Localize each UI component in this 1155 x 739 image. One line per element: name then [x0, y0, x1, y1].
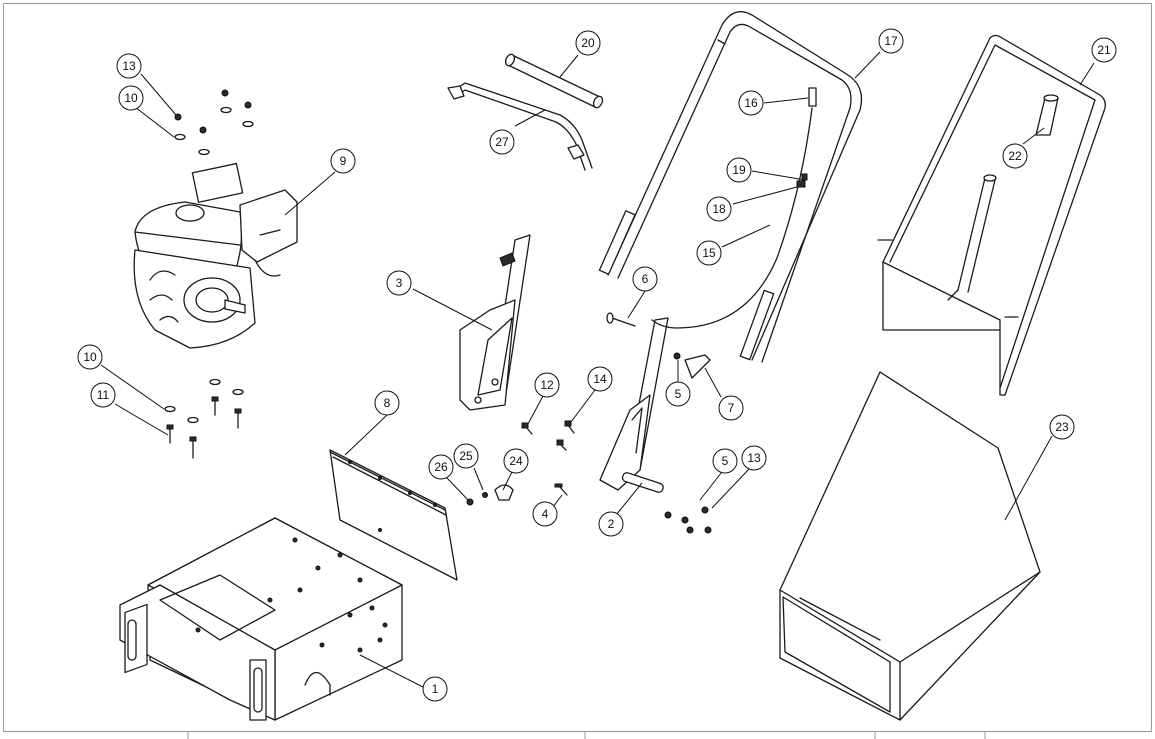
part-left-bracket: [459, 234, 531, 411]
balloon-5-upper: 5: [665, 381, 691, 407]
balloon-20-label: 20: [581, 36, 595, 50]
part-cable: [651, 87, 817, 329]
balloon-7: 7: [718, 395, 744, 421]
part-handle-grip: [1035, 94, 1059, 136]
balloon-7-label: 7: [728, 401, 735, 415]
balloon-25: 25: [453, 443, 479, 469]
balloon-27-label: 27: [495, 135, 509, 149]
balloon-24: 24: [503, 448, 529, 474]
part-hardware-right: [606, 312, 712, 534]
balloon-13-upper: 13: [116, 53, 142, 79]
balloon-14-label: 14: [593, 372, 607, 386]
balloon-17-label: 17: [884, 34, 898, 48]
balloon-10-upper-label: 10: [124, 91, 138, 105]
balloon-1-label: 1: [432, 682, 439, 696]
balloon-11: 11: [90, 382, 116, 408]
balloon-5-lower-label: 5: [722, 454, 729, 468]
part-small-hardware: [466, 420, 575, 506]
part-bottom-fasteners: [164, 378, 244, 459]
balloon-22-label: 22: [1008, 149, 1022, 163]
balloon-2-label: 2: [608, 517, 615, 531]
part-right-bracket: [599, 317, 669, 493]
balloon-10-upper: 10: [118, 85, 144, 111]
balloon-9: 9: [330, 148, 356, 174]
balloon-24-label: 24: [509, 454, 523, 468]
balloon-23: 23: [1049, 414, 1075, 440]
balloon-13-lower: 13: [741, 445, 767, 471]
balloon-14: 14: [587, 366, 613, 392]
balloon-5-upper-label: 5: [675, 387, 682, 401]
part-plate: [329, 449, 458, 581]
balloon-4: 4: [532, 501, 558, 527]
balloon-15-label: 15: [702, 246, 716, 260]
part-grass-bag: [779, 371, 1041, 721]
balloon-10-lower: 10: [77, 344, 103, 370]
balloon-9-label: 9: [340, 154, 347, 168]
part-top-fasteners: [174, 89, 254, 156]
balloon-21: 21: [1091, 37, 1117, 63]
part-catcher-frame: [877, 34, 1106, 396]
balloon-10-lower-label: 10: [83, 350, 97, 364]
balloon-8: 8: [374, 390, 400, 416]
part-engine: [133, 162, 298, 349]
balloon-6: 6: [632, 266, 658, 292]
balloon-17: 17: [878, 28, 904, 54]
balloon-5-lower: 5: [712, 448, 738, 474]
balloon-3: 3: [386, 270, 412, 296]
balloon-18: 18: [706, 196, 732, 222]
balloon-1: 1: [422, 676, 448, 702]
balloon-18-label: 18: [712, 202, 726, 216]
part-deck-housing: [119, 517, 403, 721]
balloon-22: 22: [1002, 143, 1028, 169]
leader-lines: [100, 51, 1095, 688]
balloon-26: 26: [428, 454, 454, 480]
balloon-19-label: 19: [732, 163, 746, 177]
balloon-13-lower-label: 13: [747, 451, 761, 465]
balloon-11-label: 11: [97, 388, 110, 402]
balloon-12: 12: [534, 372, 560, 398]
part-handle: [598, 11, 863, 363]
part-grip-tube: [504, 53, 604, 109]
balloon-15: 15: [696, 240, 722, 266]
balloon-23-label: 23: [1055, 420, 1069, 434]
part-bail-rod: [447, 82, 593, 171]
balloon-27: 27: [489, 129, 515, 155]
balloon-4-label: 4: [542, 507, 549, 521]
balloon-13-upper-label: 13: [122, 59, 136, 73]
balloon-8-label: 8: [384, 396, 391, 410]
balloon-12-label: 12: [540, 378, 554, 392]
balloon-20: 20: [575, 30, 601, 56]
balloon-16: 16: [738, 90, 764, 116]
balloon-3-label: 3: [396, 276, 403, 290]
balloon-25-label: 25: [459, 449, 473, 463]
balloon-21-label: 21: [1097, 43, 1111, 57]
balloon-26-label: 26: [434, 460, 448, 474]
balloon-19: 19: [726, 157, 752, 183]
balloon-2: 2: [598, 511, 624, 537]
drawing-frame: [3, 3, 1152, 739]
balloon-16-label: 16: [744, 96, 758, 110]
balloon-6-label: 6: [642, 272, 649, 286]
